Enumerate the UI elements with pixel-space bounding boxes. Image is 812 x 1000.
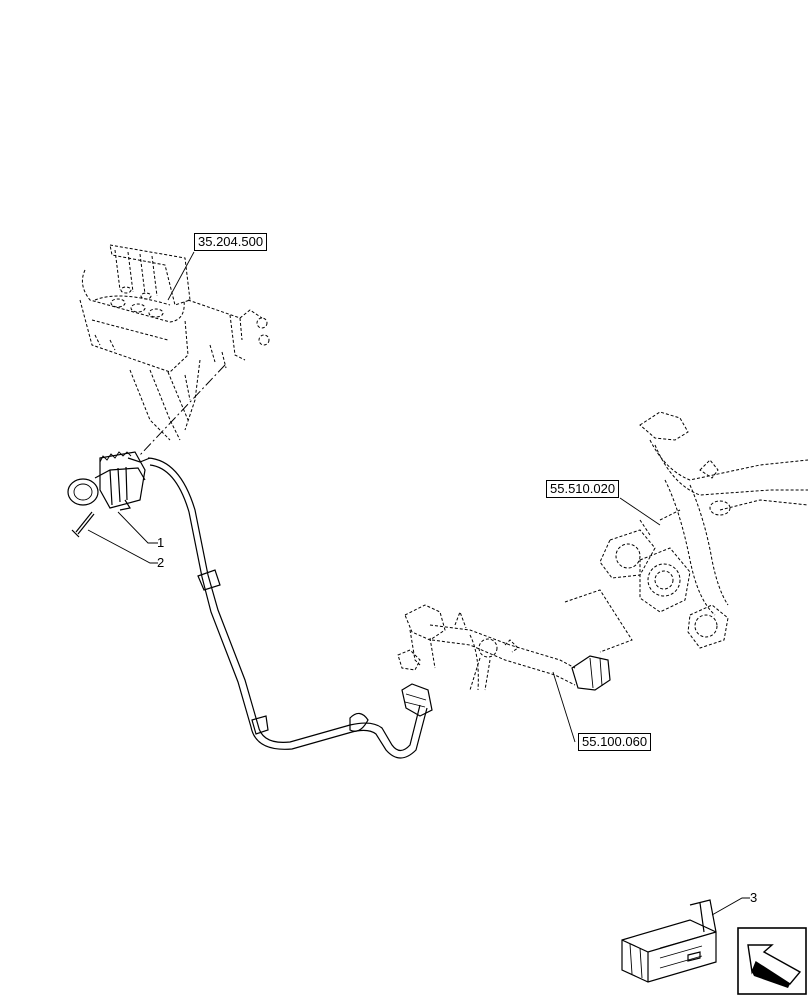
power-socket xyxy=(67,451,151,511)
leader-ref-top xyxy=(167,251,195,301)
previous-page-arrow-icon[interactable] xyxy=(737,927,807,995)
reference-55-100-060[interactable]: 55.100.060 xyxy=(578,733,652,751)
tube-connector xyxy=(571,655,611,691)
leader-ref-right xyxy=(619,497,661,526)
callout-3: 3 xyxy=(750,890,758,905)
control-block-assembly xyxy=(79,244,270,441)
right-harness-assembly xyxy=(599,411,809,649)
reference-35-204-500[interactable]: 35.204.500 xyxy=(194,233,268,251)
reference-55-510-020[interactable]: 55.510.020 xyxy=(546,480,620,498)
mid-bracket-assembly xyxy=(397,604,576,691)
alignment-line-upper xyxy=(139,364,226,456)
kit-box-icon xyxy=(621,897,750,983)
callout-2: 2 xyxy=(157,555,165,570)
leader-1 xyxy=(117,511,158,544)
callout-1: 1 xyxy=(157,535,165,550)
alignment-line-right xyxy=(564,589,633,653)
screw xyxy=(71,511,95,538)
leader-ref-bottom xyxy=(552,671,576,743)
harness-cable xyxy=(147,457,433,759)
leader-2 xyxy=(87,529,158,564)
